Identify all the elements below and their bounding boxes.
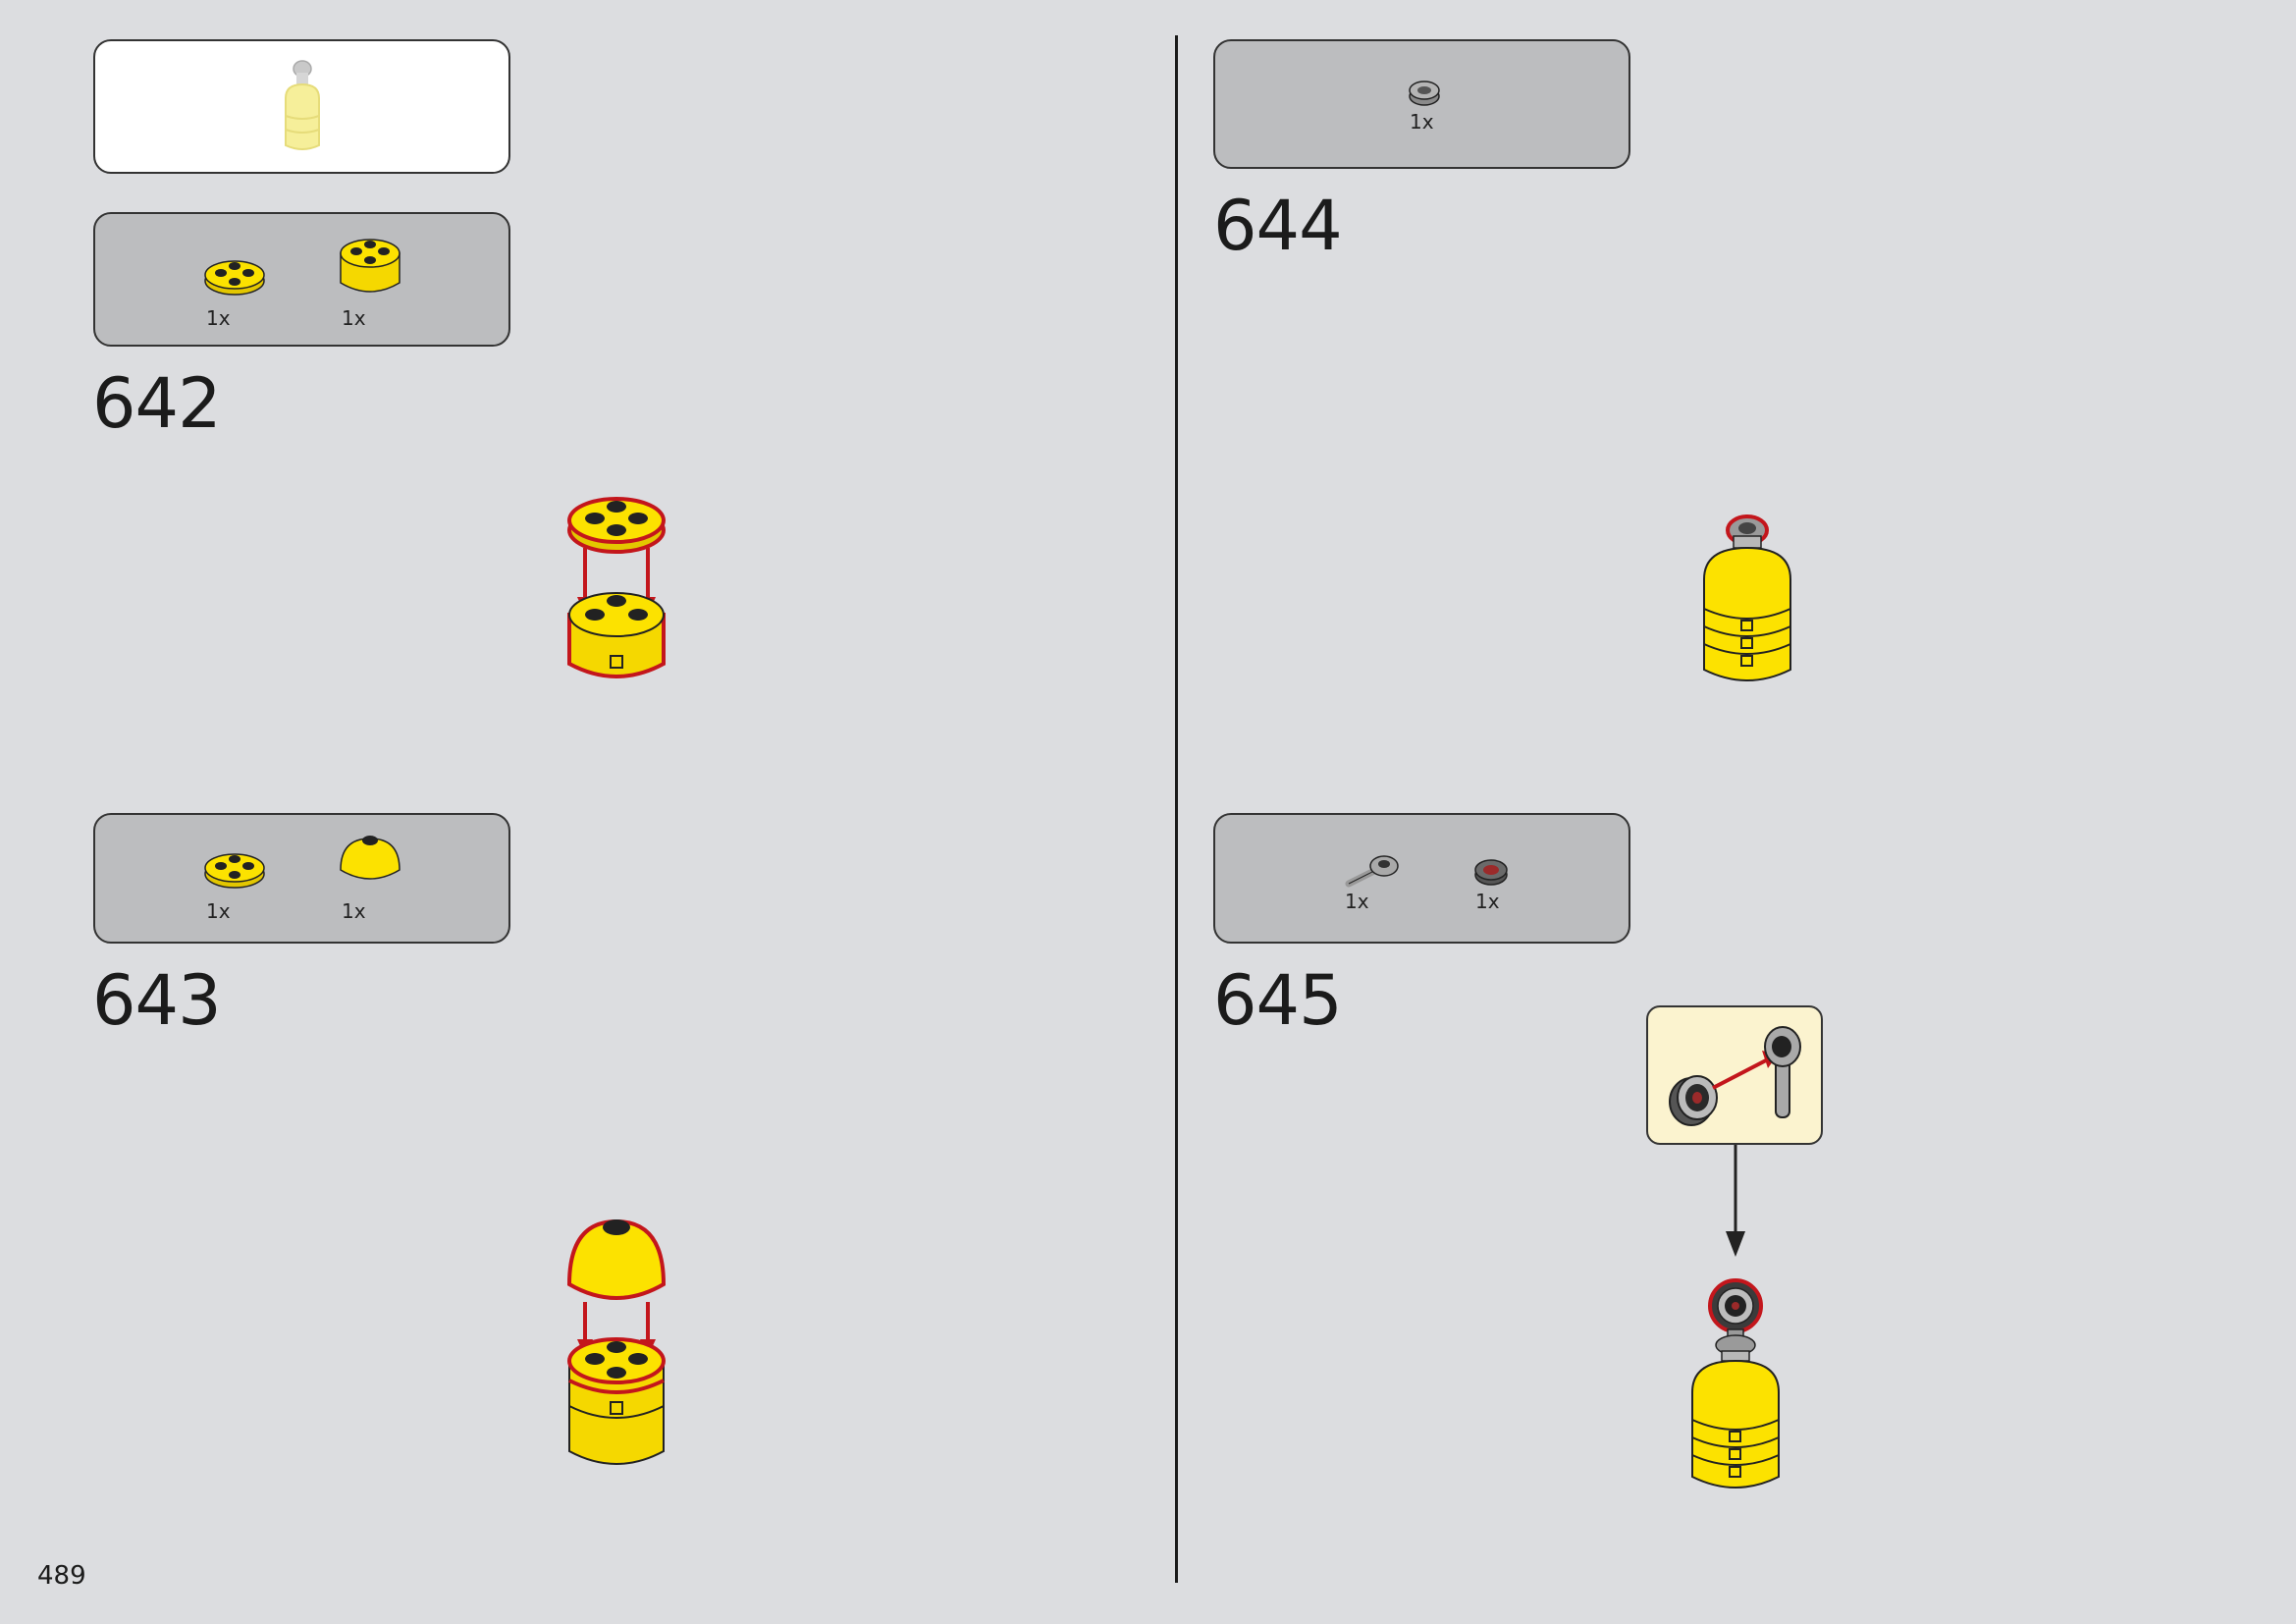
faded-tank-icon <box>285 60 320 150</box>
callout-pointer-arrow <box>1726 1145 1745 1257</box>
part-quantity: 1x <box>206 899 231 923</box>
step-643-assembly-illustration <box>566 1218 667 1465</box>
printed-round-tile-gauge-icon <box>1474 859 1508 886</box>
gauge-to-clip-assembly-illustration <box>1669 1026 1801 1126</box>
part-quantity: 1x <box>342 306 366 330</box>
step-645-assembly-illustration <box>1691 1278 1780 1489</box>
page-divider <box>1175 35 1178 1583</box>
step-642-parts-box: 1x 1x <box>93 212 510 347</box>
part-quantity: 1x <box>1475 890 1500 913</box>
step-645-subassembly-callout <box>1646 1005 1823 1145</box>
step-number-644: 644 <box>1213 186 1343 266</box>
step-644-assembly-illustration <box>1703 514 1791 681</box>
part-quantity: 1x <box>206 306 231 330</box>
round-tile-1x1-grey-icon <box>1409 81 1440 106</box>
step-644-parts-box: 1x <box>1213 39 1630 169</box>
step-number-645: 645 <box>1213 960 1343 1041</box>
part-quantity: 1x <box>342 899 366 923</box>
step-643-parts-box: 1x 1x <box>93 813 510 944</box>
dome-brick-yellow-icon <box>340 836 400 880</box>
round-plate-2x2-yellow-icon <box>204 853 265 889</box>
round-brick-2x2-yellow-icon <box>340 239 400 293</box>
bar-holder-clip-grey-icon <box>1345 855 1399 888</box>
step-number-643: 643 <box>92 960 222 1041</box>
step-number-642: 642 <box>92 363 222 444</box>
step-642-assembly-illustration <box>567 497 666 678</box>
page-number: 489 <box>37 1561 86 1591</box>
step-645-parts-box: 1x 1x <box>1213 813 1630 944</box>
submodel-reference-box <box>93 39 510 174</box>
round-plate-2x2-yellow-icon <box>204 260 265 296</box>
part-quantity: 1x <box>1345 890 1369 913</box>
part-quantity: 1x <box>1410 110 1434 134</box>
